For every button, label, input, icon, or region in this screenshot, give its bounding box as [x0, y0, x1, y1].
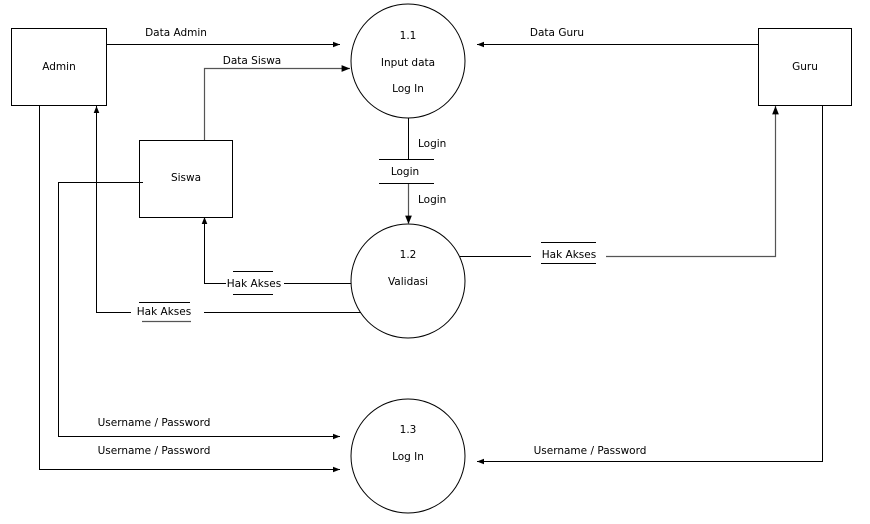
- flow-data-admin-label: Data Admin: [145, 27, 207, 39]
- process-1-1-number: 1.1: [400, 30, 417, 42]
- flow-guru-username-password-label: Username / Password: [534, 445, 647, 457]
- flow-data-guru: Data Guru: [477, 27, 758, 48]
- process-1-1-label-line2: Log In: [392, 83, 424, 95]
- process-1-2-number: 1.2: [400, 249, 417, 261]
- flow-hak-akses-guru: [460, 106, 779, 258]
- process-1-1-label-line1: Input data: [381, 57, 435, 69]
- process-1-2-validasi[interactable]: 1.2 Validasi: [350, 223, 466, 339]
- entity-siswa[interactable]: Siswa: [139, 140, 233, 218]
- flow-hak-akses-siswa: [201, 217, 351, 284]
- process-1-1-input-data-login[interactable]: 1.1 Input data Log In: [350, 3, 466, 119]
- flow-siswa-username-password: Username / Password: [58, 182, 340, 440]
- datastore-hak-akses-guru[interactable]: Hak Akses: [541, 242, 596, 264]
- flow-login-in-label: Login: [418, 194, 446, 206]
- flow-admin-username-password: Username / Password: [39, 105, 340, 473]
- flow-hak-akses-admin: [93, 106, 361, 313]
- datastore-hak-akses-siswa-label: Hak Akses: [227, 278, 281, 290]
- flow-data-siswa: Data Siswa: [203, 55, 350, 140]
- entity-siswa-label: Siswa: [171, 172, 201, 184]
- datastore-hak-akses-admin[interactable]: Hak Akses: [137, 302, 191, 323]
- entity-admin[interactable]: Admin: [11, 28, 107, 106]
- flow-login-in: Login: [405, 184, 446, 224]
- flow-data-admin: Data Admin: [106, 27, 340, 48]
- datastore-hak-akses-siswa[interactable]: Hak Akses: [227, 271, 281, 295]
- datastore-login-label: Login: [391, 166, 419, 178]
- flow-login-out-label: Login: [418, 138, 446, 150]
- process-1-3-login[interactable]: 1.3 Log In: [350, 398, 466, 514]
- flow-guru-username-password: Username / Password: [477, 105, 823, 465]
- flow-siswa-username-password-label: Username / Password: [98, 417, 211, 429]
- flow-data-siswa-label: Data Siswa: [223, 55, 281, 67]
- flow-login-out: Login: [408, 118, 446, 159]
- entity-guru[interactable]: Guru: [758, 28, 852, 106]
- datastore-hak-akses-guru-label: Hak Akses: [542, 249, 596, 261]
- process-1-2-label: Validasi: [388, 276, 428, 288]
- entity-admin-label: Admin: [42, 61, 75, 73]
- datastore-login[interactable]: Login: [379, 159, 434, 184]
- flow-data-guru-label: Data Guru: [530, 27, 584, 39]
- flow-admin-username-password-label: Username / Password: [98, 445, 211, 457]
- datastore-hak-akses-admin-label: Hak Akses: [137, 306, 191, 318]
- entity-guru-label: Guru: [792, 61, 818, 73]
- process-1-3-label: Log In: [392, 451, 424, 463]
- process-1-3-number: 1.3: [400, 424, 417, 436]
